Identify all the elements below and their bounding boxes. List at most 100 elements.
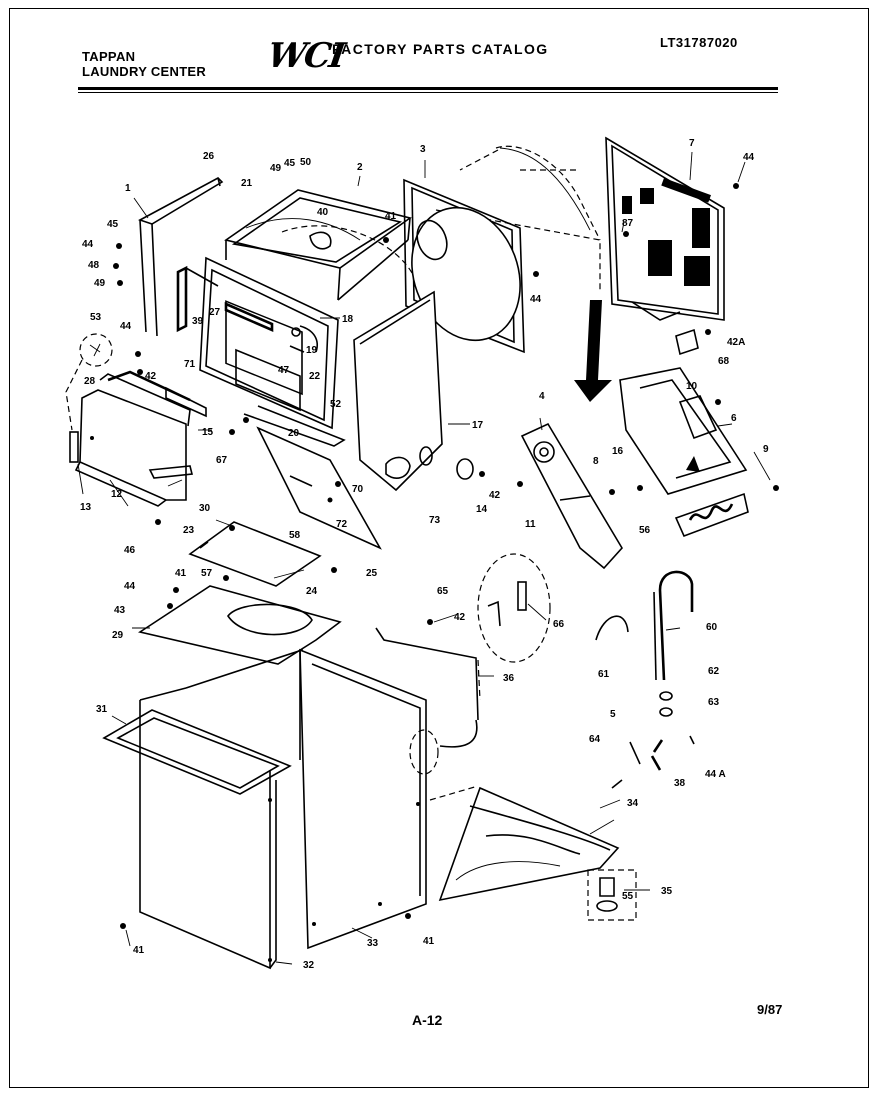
callout-56: 56 xyxy=(639,525,651,536)
page-number: A-12 xyxy=(412,1012,443,1028)
product-line: LAUNDRY CENTER xyxy=(82,64,207,79)
part-18-gasket xyxy=(291,325,318,353)
assembly-arrow xyxy=(574,300,612,402)
callout-35: 35 xyxy=(661,886,673,897)
callout-71: 71 xyxy=(184,359,196,370)
header-rule-thin xyxy=(78,92,778,93)
part-56-element-plate xyxy=(674,492,749,538)
callout-13: 13 xyxy=(80,502,92,513)
callout-6: 6 xyxy=(731,413,737,424)
callout-27: 27 xyxy=(209,307,221,318)
part-34-base-pan xyxy=(438,786,620,902)
model-number: LT31787020 xyxy=(660,35,738,50)
callout-42-center: 42 xyxy=(489,490,501,501)
callout-3: 3 xyxy=(420,144,426,155)
callout-55: 55 xyxy=(622,891,634,902)
brand-block: TAPPAN LAUNDRY CENTER xyxy=(82,49,206,79)
callout-41-top: 41 xyxy=(385,211,397,222)
callout-26: 26 xyxy=(203,151,215,162)
callout-19: 19 xyxy=(306,345,318,356)
drum xyxy=(411,147,591,342)
callout-62: 62 xyxy=(708,666,720,677)
part-17-side-panel xyxy=(353,290,443,492)
part-4-blower-duct xyxy=(520,422,623,570)
callout-38: 38 xyxy=(674,778,686,789)
part-38-64-5-hardware xyxy=(611,735,695,789)
callout-30: 30 xyxy=(199,503,211,514)
part-61-clip xyxy=(595,615,629,641)
part-29-base-plate xyxy=(137,585,342,665)
callout-21: 21 xyxy=(241,178,253,189)
part-13-latch xyxy=(69,431,79,463)
callout-33: 33 xyxy=(367,938,379,949)
callout-29: 29 xyxy=(112,630,124,641)
part-27-window-frame xyxy=(224,302,274,332)
callout-46: 46 xyxy=(124,545,136,556)
callout-42-lower: 42 xyxy=(454,612,466,623)
callout-44-right: 44 xyxy=(743,152,755,163)
callout-32: 32 xyxy=(303,960,315,971)
part-31-top-frame xyxy=(102,709,292,795)
part-20-bottom-strip xyxy=(243,405,346,447)
callout-70: 70 xyxy=(352,484,364,495)
callout-65: 65 xyxy=(437,586,449,597)
callout-45-top: 45 xyxy=(284,158,296,169)
catalog-title: FACTORY PARTS CATALOG xyxy=(332,41,549,57)
part-65-66-connector xyxy=(477,553,551,701)
callout-43: 43 xyxy=(114,605,126,616)
callout-64: 64 xyxy=(589,734,601,745)
part-55-leveling-foot xyxy=(587,869,637,921)
callout-50: 50 xyxy=(300,157,312,168)
callout-16: 16 xyxy=(612,446,624,457)
part-62-63-washers xyxy=(659,691,673,717)
callout-12: 12 xyxy=(111,489,123,500)
callout-9: 9 xyxy=(763,444,769,455)
callout-41-mid: 41 xyxy=(175,568,187,579)
callout-48: 48 xyxy=(88,260,100,271)
callout-52: 52 xyxy=(330,399,342,410)
callout-17: 17 xyxy=(472,420,484,431)
callout-72: 72 xyxy=(336,519,348,530)
part-6-heater-housing xyxy=(619,367,748,495)
callout-41-bottom-left: 41 xyxy=(133,945,145,956)
callout-2: 2 xyxy=(357,162,363,173)
callout-63: 63 xyxy=(708,697,720,708)
part-53-light-ring xyxy=(65,333,113,431)
part-32-cabinet-body xyxy=(139,648,305,970)
part-40-clip xyxy=(309,231,332,250)
callout-57: 57 xyxy=(201,568,213,579)
callout-14: 14 xyxy=(476,504,488,515)
part-36-wire-harness xyxy=(375,627,479,801)
callout-53: 53 xyxy=(90,312,102,323)
callout-28: 28 xyxy=(84,376,96,387)
callout-5: 5 xyxy=(610,709,616,720)
callout-68: 68 xyxy=(718,356,730,367)
callout-20: 20 xyxy=(288,428,300,439)
callout-44-mid-left: 44 xyxy=(120,321,132,332)
callout-39: 39 xyxy=(192,316,204,327)
callout-36: 36 xyxy=(503,673,515,684)
callout-25: 25 xyxy=(366,568,378,579)
callout-44A: 44 A xyxy=(705,769,726,780)
callout-8: 8 xyxy=(593,456,599,467)
callout-34: 34 xyxy=(627,798,639,809)
callout-41-bottom-right: 41 xyxy=(423,936,435,947)
callout-73: 73 xyxy=(429,515,441,526)
part-15-hinge-strip xyxy=(165,386,207,418)
callout-4: 4 xyxy=(539,391,545,402)
callout-11: 11 xyxy=(525,519,536,530)
part-72-filter-plate xyxy=(256,426,382,550)
part-19-screw xyxy=(289,345,305,353)
part-2-cabinet-top xyxy=(224,189,412,301)
callout-40: 40 xyxy=(317,207,329,218)
callout-47: 47 xyxy=(278,365,290,376)
page-border xyxy=(9,8,869,1088)
callout-66: 66 xyxy=(553,619,565,630)
callout-44-lower: 44 xyxy=(124,581,136,592)
callout-61: 61 xyxy=(598,669,610,680)
fasteners xyxy=(113,183,779,929)
part-73-foot xyxy=(385,456,411,479)
callout-58: 58 xyxy=(289,530,301,541)
